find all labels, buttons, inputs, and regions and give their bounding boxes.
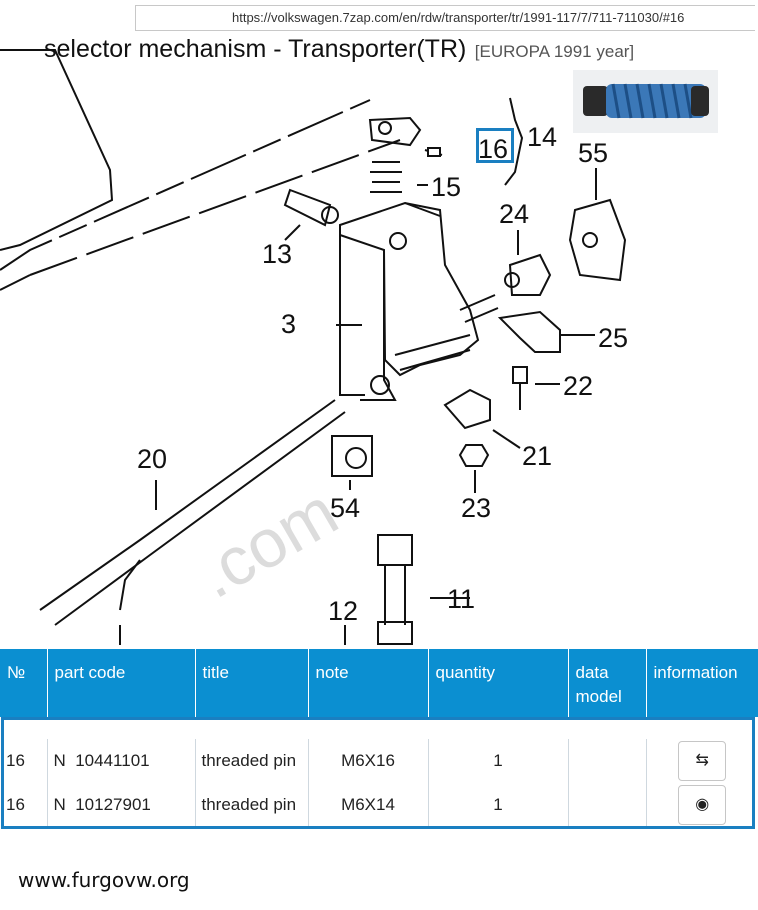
page-heading: selector mechanism - Transporter(TR) [EU… [44, 35, 634, 64]
col-note: note [307, 649, 428, 717]
swap-arrows-icon[interactable]: ⇆ [678, 741, 727, 781]
address-bar[interactable] [135, 5, 755, 31]
parts-diagram: 3 11 12 13 14 15 16 20 21 22 23 24 25 54… [0, 49, 628, 645]
cell-note: M6X16 [307, 739, 428, 783]
callout-22[interactable]: 22 [563, 371, 593, 401]
cell-information: ⇆ [645, 739, 758, 783]
callout-20[interactable]: 20 [137, 444, 167, 474]
callout-25[interactable]: 25 [598, 323, 628, 353]
parts-table: № part code title note quantity data mod… [0, 649, 758, 849]
col-no: № [0, 649, 47, 717]
callout-54[interactable]: 54 [330, 493, 360, 523]
cell-part-code: N 10441101 [46, 739, 195, 783]
callout-16[interactable]: 16 [478, 134, 508, 164]
callout-15[interactable]: 15 [431, 172, 461, 202]
cell-no: 16 [6, 795, 25, 814]
cell-title: threaded pin [194, 783, 308, 827]
callout-11[interactable]: 11 [447, 584, 475, 614]
col-part-code: part code [46, 649, 195, 717]
callout-55[interactable]: 55 [578, 138, 608, 168]
page-title: selector mechanism - Transporter(TR) [44, 35, 467, 63]
callout-14[interactable]: 14 [527, 122, 557, 152]
page-subtitle: [EUROPA 1991 year] [474, 42, 635, 61]
callout-highlight-16 [476, 128, 514, 163]
cell-part-code: N 10127901 [46, 783, 195, 827]
cell-information: ◉ [645, 783, 758, 827]
col-title: title [194, 649, 308, 717]
col-quantity: quantity [427, 649, 568, 717]
col-information: information [645, 649, 758, 717]
camera-icon[interactable]: ◉ [678, 785, 727, 825]
cell-title: threaded pin [194, 739, 308, 783]
callout-21[interactable]: 21 [522, 441, 552, 471]
part-photo [573, 70, 718, 133]
table-row[interactable]: 16 N 10127901 threaded pin M6X14 1 ◉ [0, 783, 758, 827]
callout-12[interactable]: 12 [328, 596, 358, 626]
cell-no: 16 [6, 751, 25, 770]
cell-note: M6X14 [307, 783, 428, 827]
col-data-model: data model [567, 649, 646, 717]
address-url: https://volkswagen.7zap.com/en/rdw/trans… [232, 10, 685, 25]
table-row[interactable]: 16 N 10441101 threaded pin M6X16 1 ⇆ [0, 739, 758, 783]
watermark: .com [185, 473, 351, 612]
callout-23[interactable]: 23 [461, 493, 491, 523]
cell-quantity: 1 [427, 739, 568, 783]
callout-13[interactable]: 13 [262, 239, 292, 269]
callout-3[interactable]: 3 [281, 309, 296, 339]
cell-data-model [567, 783, 646, 827]
footer-site: www.furgovw.org [18, 868, 190, 892]
cell-quantity: 1 [427, 783, 568, 827]
cell-data-model [567, 739, 646, 783]
table-header-row: № part code title note quantity data mod… [0, 649, 758, 717]
callout-24[interactable]: 24 [499, 199, 529, 229]
